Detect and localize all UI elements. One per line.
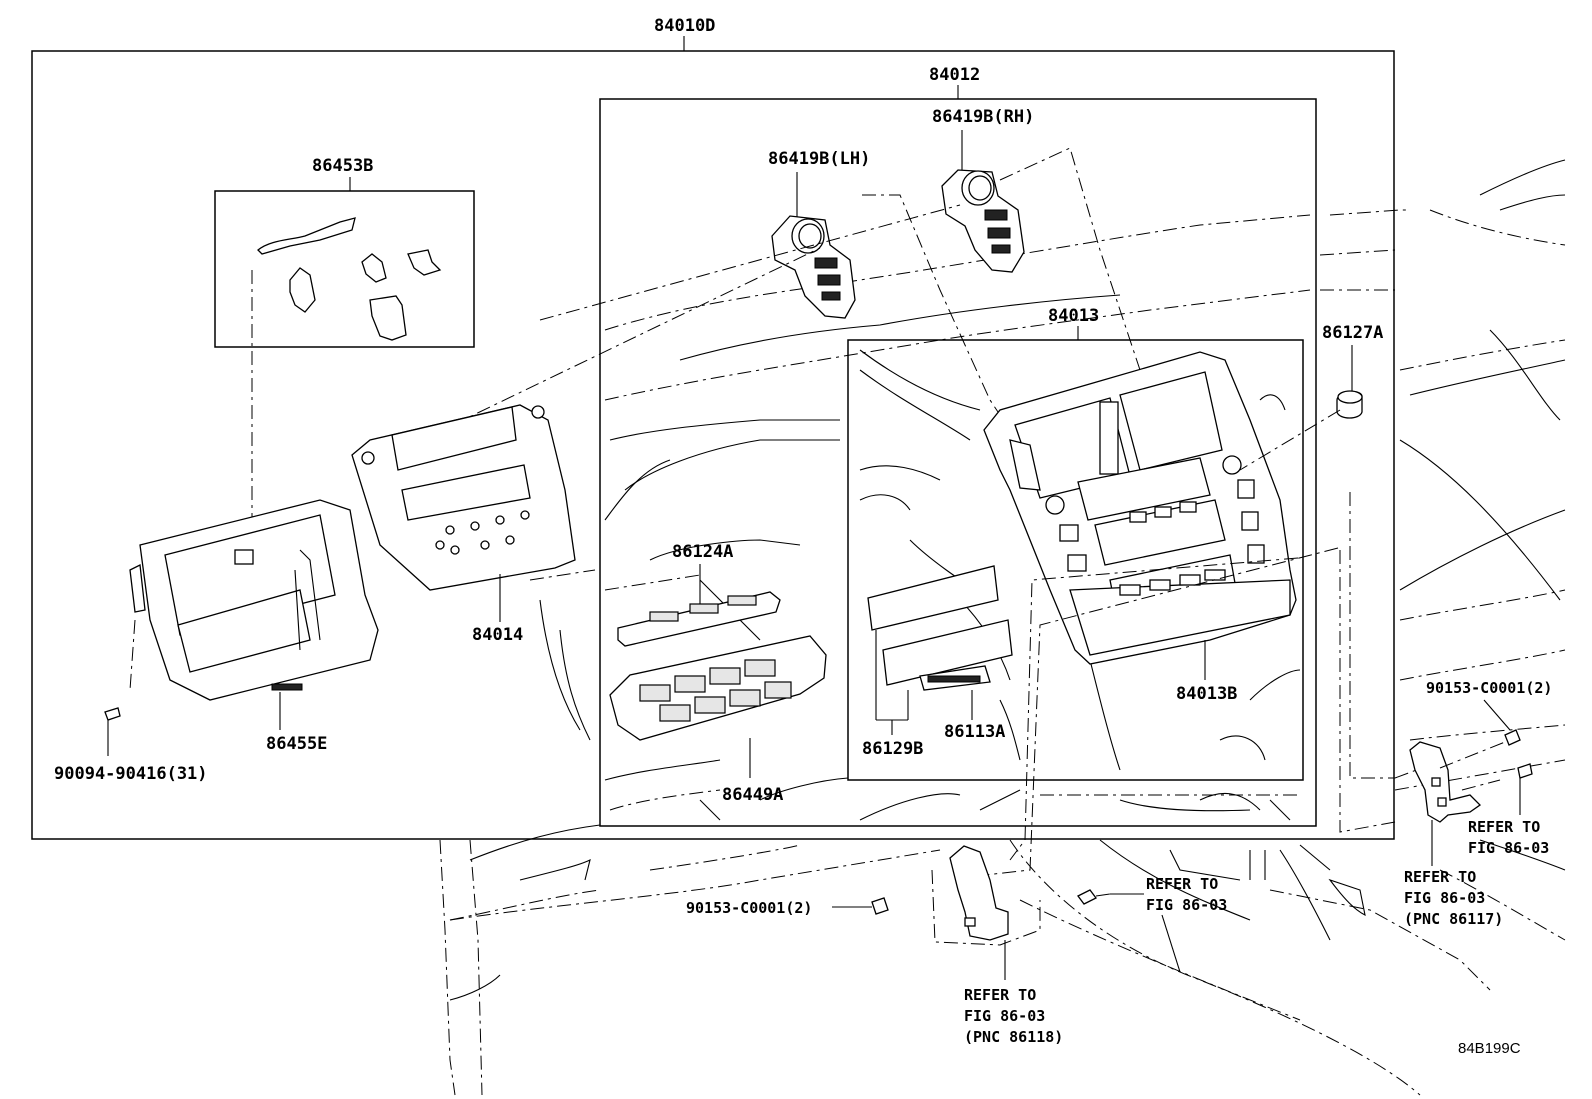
label-86129B: 86129B xyxy=(862,739,923,759)
label-86124A: 86124A xyxy=(672,542,733,562)
switch-86124A xyxy=(617,591,781,647)
screw-90094 xyxy=(104,707,121,721)
bracket-pnc-86117 xyxy=(1409,741,1506,823)
label-86419B-RH: 86419B(RH) xyxy=(932,107,1034,127)
label-84010D: 84010D xyxy=(654,16,715,36)
overlay-86129B xyxy=(867,565,1013,735)
dashboard-outline xyxy=(439,159,1566,1096)
label-86419B-LH: 86419B(LH) xyxy=(768,149,870,169)
label-84012: 84012 xyxy=(929,65,980,85)
label-86113A: 86113A xyxy=(944,722,1005,742)
screw-90153-bottom xyxy=(871,897,889,915)
center-panel-84013 xyxy=(983,351,1297,665)
label-refer-center-1: REFER TO xyxy=(1146,875,1218,893)
label-84014: 84014 xyxy=(472,625,523,645)
chassis-86455E xyxy=(129,499,379,701)
bracket-pnc-86118 xyxy=(931,845,1041,946)
label-refer-right-upper-1: REFER TO xyxy=(1468,818,1540,836)
screw-90153-right xyxy=(1504,729,1521,746)
switch-86419B-RH xyxy=(941,169,1025,273)
knob-86127A xyxy=(1336,390,1363,419)
label-refer-right-lower-2: FIG 86-03 xyxy=(1404,889,1485,907)
face-plate-84014 xyxy=(351,404,576,591)
label-84013B: 84013B xyxy=(1176,684,1237,704)
label-84013: 84013 xyxy=(1048,306,1099,326)
label-90153-right: 90153-C0001(2) xyxy=(1426,679,1552,697)
bracket-kit-86453B xyxy=(251,217,442,555)
label-refer-right-lower-3: (PNC 86117) xyxy=(1404,910,1503,928)
control-panel-86449A xyxy=(609,635,827,741)
label-90153-bottom: 90153-C0001(2) xyxy=(686,899,812,917)
label-refer-right-lower-1: REFER TO xyxy=(1404,868,1476,886)
assy-84013-frame xyxy=(847,339,1304,781)
label-refer-bottom-3: (PNC 86118) xyxy=(964,1028,1063,1046)
label-refer-bottom-1: REFER TO xyxy=(964,986,1036,1004)
label-90094: 90094-90416(31) xyxy=(54,764,208,784)
part-86453B-box xyxy=(214,190,475,348)
label-86449A: 86449A xyxy=(722,785,783,805)
bolt-center-refer xyxy=(1077,889,1111,905)
label-refer-right-upper-2: FIG 86-03 xyxy=(1468,839,1549,857)
label-86455E: 86455E xyxy=(266,734,327,754)
assy-84010D-frame xyxy=(31,50,1395,840)
figure-code: 84B199C xyxy=(1458,1040,1521,1057)
switch-86113A xyxy=(919,665,991,691)
label-86453B: 86453B xyxy=(312,156,373,176)
label-refer-bottom-2: FIG 86-03 xyxy=(964,1007,1045,1025)
dash-interior xyxy=(604,214,1311,821)
switch-86419B-LH xyxy=(771,215,856,319)
bolt-right-refer xyxy=(1517,763,1533,779)
label-86127A: 86127A xyxy=(1322,323,1383,343)
label-refer-center-2: FIG 86-03 xyxy=(1146,896,1227,914)
